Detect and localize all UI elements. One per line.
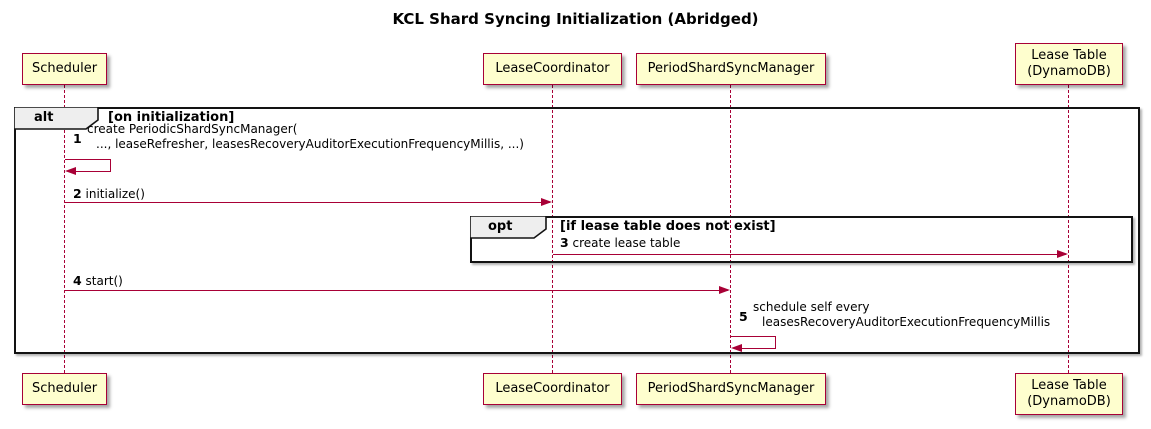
lifeline-lease-table <box>1068 85 1069 373</box>
message-2-text: 2 initialize() <box>73 186 145 202</box>
participant-label-line2: (DynamoDB) <box>1027 64 1111 79</box>
participant-label: Scheduler <box>31 381 98 396</box>
participant-lease-table-bottom: Lease Table (DynamoDB) <box>1015 373 1123 415</box>
participant-label: Scheduler <box>31 61 98 76</box>
message-3-number: 3 <box>560 235 569 250</box>
lifeline-leasecoordinator <box>552 85 553 373</box>
participant-label: LeaseCoordinator <box>495 381 610 396</box>
message-5-number: 5 <box>739 309 748 324</box>
message-1-self-arrow-side <box>110 159 112 172</box>
participant-periodshardsyncmanager-top: PeriodShardSyncManager <box>636 53 826 85</box>
participant-lease-table-top: Lease Table (DynamoDB) <box>1015 43 1123 85</box>
message-5-line1: schedule self every <box>753 300 870 314</box>
message-2-label: initialize() <box>85 187 145 201</box>
message-1-number: 1 <box>73 131 82 146</box>
participant-label: Lease Table <box>1031 48 1107 63</box>
message-5-self-arrow-bottom <box>740 348 776 350</box>
participant-scheduler-top: Scheduler <box>22 53 107 85</box>
message-5-line2: leasesRecoveryAuditorExecutionFrequencyM… <box>762 315 1051 329</box>
message-4-arrow-line <box>65 290 728 292</box>
participant-periodshardsyncmanager-bottom: PeriodShardSyncManager <box>636 373 826 405</box>
message-1-line1: create PeriodicShardSyncManager( <box>87 122 298 136</box>
participant-leasecoordinator-bottom: LeaseCoordinator <box>483 373 622 405</box>
lifeline-periodshardsyncmanager <box>730 85 731 373</box>
participant-scheduler-bottom: Scheduler <box>22 373 107 405</box>
frame-alt <box>14 107 1140 354</box>
frame-alt-operator: alt <box>34 110 54 125</box>
message-3-text: 3 create lease table <box>560 235 680 251</box>
message-1-line2: ..., leaseRefresher, leasesRecoveryAudit… <box>96 137 524 151</box>
message-1-self-arrow-top <box>65 159 111 161</box>
frame-opt <box>470 216 1133 263</box>
message-2-arrowhead-icon <box>541 198 552 206</box>
message-3-arrow-line <box>553 254 1066 256</box>
message-2-number: 2 <box>73 186 82 201</box>
message-1-text: create PeriodicShardSyncManager( ..., le… <box>87 122 524 152</box>
message-4-label: start() <box>85 274 123 288</box>
message-4-text: 4 start() <box>73 273 123 289</box>
message-5-text: schedule self every leasesRecoveryAudito… <box>753 300 1050 330</box>
message-3-label: create lease table <box>572 236 681 250</box>
participant-label: PeriodShardSyncManager <box>647 381 815 396</box>
frame-alt-guard: [on initialization] <box>108 110 235 125</box>
participant-label-line2: (DynamoDB) <box>1027 394 1111 409</box>
participant-leasecoordinator-top: LeaseCoordinator <box>483 53 622 85</box>
participant-label: PeriodShardSyncManager <box>647 61 815 76</box>
diagram-title: KCL Shard Syncing Initialization (Abridg… <box>392 10 759 28</box>
participant-label: Lease Table <box>1031 378 1107 393</box>
message-1-self-arrow-bottom <box>74 171 111 173</box>
message-1-arrowhead-icon <box>65 167 76 175</box>
frame-opt-pentagon <box>470 216 547 239</box>
lifeline-scheduler <box>64 85 65 373</box>
message-3-arrowhead-icon <box>1057 250 1068 258</box>
frame-opt-operator: opt <box>488 219 513 234</box>
message-5-self-arrow-side <box>775 336 777 349</box>
message-4-arrowhead-icon <box>719 286 730 294</box>
frame-alt-pentagon <box>14 107 99 130</box>
participant-label: LeaseCoordinator <box>495 61 610 76</box>
message-4-number: 4 <box>73 273 82 288</box>
message-2-arrow-line <box>65 202 550 204</box>
message-5-arrowhead-icon <box>731 344 742 352</box>
message-5-self-arrow-top <box>731 336 776 338</box>
frame-opt-guard: [if lease table does not exist] <box>560 219 776 234</box>
